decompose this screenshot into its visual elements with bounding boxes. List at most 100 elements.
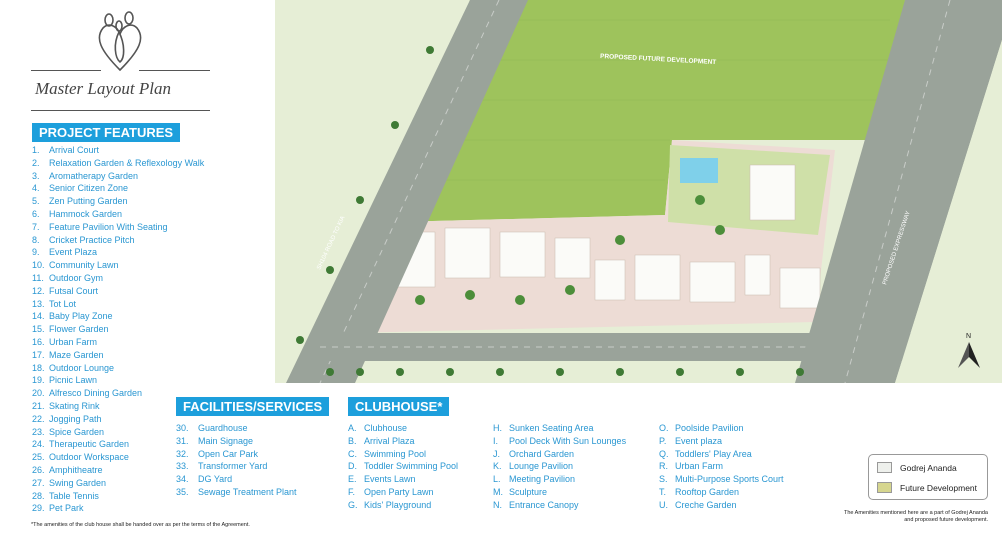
item-label: Main Signage	[198, 435, 254, 446]
list-item: 11.Outdoor Gym	[32, 272, 204, 285]
list-item: 18.Outdoor Lounge	[32, 362, 204, 375]
item-label: Sculpture	[509, 486, 548, 497]
item-label: Arrival Plaza	[364, 435, 415, 446]
item-number: 28.	[32, 490, 45, 501]
item-label: Maze Garden	[49, 349, 104, 360]
item-number: 26.	[32, 464, 45, 475]
divider	[31, 70, 101, 71]
item-label: Baby Play Zone	[49, 311, 113, 322]
north-arrow-icon	[958, 342, 969, 368]
item-number: 32.	[176, 448, 189, 459]
site-map[interactable]: PROPOSED FUTURE DEVELOPMENT SH104 ROAD T…	[0, 0, 1002, 383]
list-item: D.Toddler Swimming Pool	[348, 460, 458, 473]
item-number: 9.	[32, 247, 40, 258]
list-item: 3.Aromatherapy Garden	[32, 170, 204, 183]
item-label: Sunken Seating Area	[509, 423, 594, 433]
list-item: 17. Maze Garden	[32, 349, 204, 362]
item-number: 25.	[32, 452, 45, 463]
list-item: 2.Relaxation Garden & Reflexology Walk	[32, 157, 204, 170]
item-number: C.	[348, 448, 357, 459]
item-label: Outdoor Gym	[49, 272, 104, 283]
item-number: G.	[348, 499, 358, 510]
list-item: R.Urban Farm	[659, 460, 784, 473]
item-number: 31.	[176, 435, 189, 446]
item-label: Zen Putting Garden	[49, 196, 128, 207]
divider	[139, 70, 210, 71]
list-item: M.Sculpture	[493, 486, 626, 499]
legend-item: Future Development	[877, 482, 977, 493]
item-number: 17.	[32, 349, 45, 360]
item-number: K.	[493, 461, 502, 472]
item-number: 22.	[32, 413, 45, 424]
list-item: G.Kids' Playground	[348, 499, 458, 512]
item-number: 6.	[32, 208, 40, 219]
item-number: F.	[348, 486, 356, 497]
item-label: Clubhouse	[364, 423, 408, 433]
list-item: L.Meeting Pavilion	[493, 473, 626, 486]
list-item: A. Clubhouse	[348, 422, 458, 435]
clubhouse-heading: CLUBHOUSE*	[348, 397, 450, 416]
list-item: 13.Tot Lot	[32, 298, 204, 311]
item-label: Toddlers' Play Area	[675, 448, 752, 459]
list-item: B. Arrival Plaza	[348, 435, 458, 448]
list-item: E.Events Lawn	[348, 473, 458, 486]
list-item: 21.Skating Rink	[32, 400, 204, 413]
list-item: 33.Transformer Yard	[176, 460, 297, 473]
item-label: Aromatherapy Garden	[49, 170, 139, 181]
item-number: B.	[348, 435, 357, 446]
item-label: Table Tennis	[49, 490, 99, 501]
item-label: Creche Garden	[675, 499, 737, 510]
proposed-expressway	[795, 0, 1002, 383]
item-label: Transformer Yard	[198, 461, 268, 472]
list-item: T.Rooftop Garden	[659, 486, 784, 499]
north-label: N	[966, 333, 971, 340]
item-label: Event Plaza	[49, 247, 98, 258]
item-label: Community Lawn	[49, 260, 119, 271]
item-label: Swing Garden	[49, 477, 107, 488]
item-label: Spice Garden	[49, 426, 105, 437]
item-label: Arrival Court	[49, 145, 100, 155]
item-number: 34.	[176, 474, 189, 485]
list-item: 35.Sewage Treatment Plant	[176, 486, 297, 499]
item-label: Therapeutic Garden	[49, 439, 130, 450]
item-number: 27.	[32, 477, 45, 488]
item-number: D.	[348, 461, 357, 472]
item-label: Outdoor Workspace	[49, 452, 129, 463]
legend-label: Future Development	[900, 482, 978, 493]
item-label: Swimming Pool	[364, 448, 427, 459]
item-number: 7.	[32, 221, 40, 232]
item-number: 21.	[32, 400, 45, 411]
item-label: Flower Garden	[49, 324, 109, 335]
item-number: 4.	[32, 183, 40, 194]
item-number: 15.	[32, 324, 45, 335]
list-item: J.Orchard Garden	[493, 448, 626, 461]
list-item: H. Sunken Seating Area	[493, 422, 626, 435]
item-number: 16.	[32, 336, 45, 347]
item-label: Poolside Pavilion	[675, 423, 744, 433]
item-number: 35.	[176, 486, 189, 497]
item-number: 24.	[32, 439, 45, 450]
list-item: 10.Community Lawn	[32, 259, 204, 272]
item-number: H.	[493, 423, 502, 433]
project-features-heading: PROJECT FEATURES	[32, 123, 181, 142]
item-label: Cricket Practice Pitch	[49, 234, 135, 245]
item-number: E.	[348, 474, 357, 485]
list-item: U.Creche Garden	[659, 499, 784, 512]
list-item: 29.Pet Park	[32, 502, 204, 515]
list-item: 31. Main Signage	[176, 435, 297, 448]
item-label: Amphitheatre	[49, 464, 103, 475]
amenities-note: The Amenities mentioned here are a part …	[844, 510, 988, 524]
item-number: O.	[659, 423, 669, 433]
list-item: 16.Urban Farm	[32, 336, 204, 349]
map-legend: Godrej Ananda Future Development	[868, 454, 988, 500]
item-number: A.	[348, 423, 357, 433]
item-label: Open Car Park	[198, 448, 259, 459]
future-development-area	[395, 0, 905, 222]
item-number: 1.	[32, 145, 40, 155]
legend-swatch	[877, 482, 892, 493]
list-item: 28. Table Tennis	[32, 490, 204, 503]
list-item: 1. Arrival Court	[32, 144, 204, 157]
item-number: 29.	[32, 503, 45, 514]
item-number: J.	[493, 448, 501, 459]
